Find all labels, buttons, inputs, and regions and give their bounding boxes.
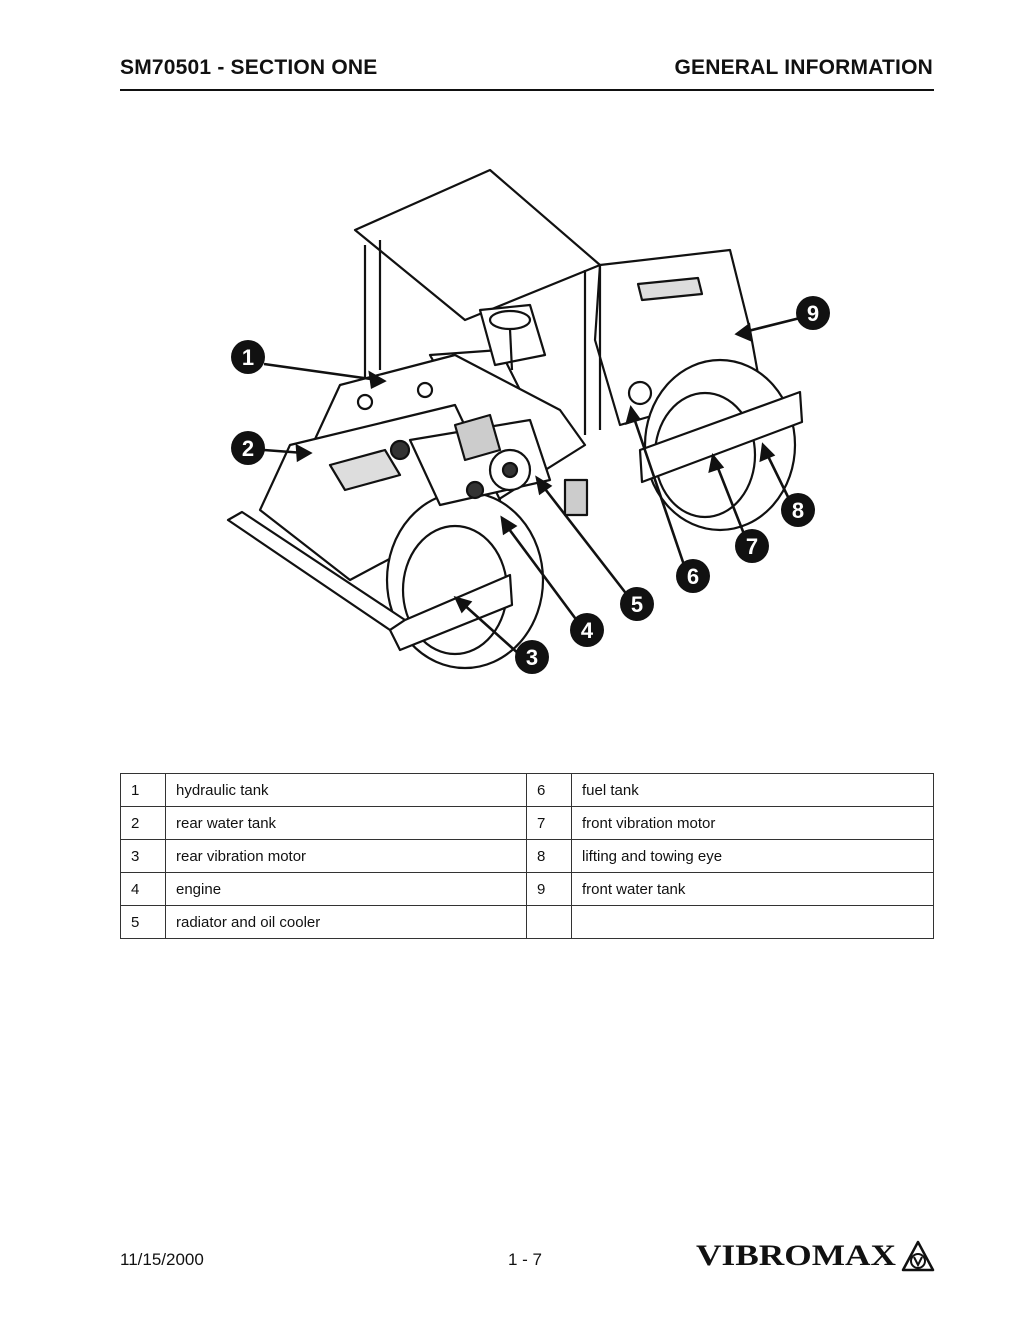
table-row: 4 engine 9 front water tank	[120, 872, 934, 906]
header-chapter-title: GENERAL INFORMATION	[674, 56, 933, 79]
part-description: radiator and oil cooler	[165, 905, 527, 939]
table-row: 1 hydraulic tank 6 fuel tank	[120, 773, 934, 807]
callout-6: 6	[687, 564, 699, 589]
part-description	[571, 905, 934, 939]
part-description: rear vibration motor	[165, 839, 527, 873]
callout-3: 3	[526, 645, 538, 670]
callout-5: 5	[631, 592, 643, 617]
roller-illustration: 1 2 3 4 5 6 7 8 9	[226, 168, 830, 674]
part-number: 3	[120, 839, 166, 873]
callout-2: 2	[242, 436, 254, 461]
part-number: 6	[526, 773, 572, 807]
part-description: front vibration motor	[571, 806, 934, 840]
header-section-title: SM70501 - SECTION ONE	[120, 56, 378, 79]
part-number: 1	[120, 773, 166, 807]
footer-page-number: 1 - 7	[508, 1250, 543, 1269]
callout-4: 4	[581, 618, 594, 643]
parts-legend-table: 1 hydraulic tank 6 fuel tank 2 rear wate…	[120, 773, 934, 939]
part-description: rear water tank	[165, 806, 527, 840]
part-description: hydraulic tank	[165, 773, 527, 807]
callout-1: 1	[242, 345, 254, 370]
part-number: 5	[120, 905, 166, 939]
table-row: 3 rear vibration motor 8 lifting and tow…	[120, 839, 934, 873]
part-description: engine	[165, 872, 527, 906]
header-rule	[120, 89, 934, 91]
logo-wordmark: VIBROMAX	[696, 1239, 896, 1272]
part-description: front water tank	[571, 872, 934, 906]
part-number: 8	[526, 839, 572, 873]
table-row: 2 rear water tank 7 front vibration moto…	[120, 806, 934, 840]
callout-9: 9	[807, 301, 819, 326]
part-number: 4	[120, 872, 166, 906]
vibromax-logo: VIBROMAX	[696, 1239, 935, 1272]
logo-v-emblem-icon	[901, 1240, 935, 1272]
part-description: fuel tank	[571, 773, 934, 807]
part-number: 2	[120, 806, 166, 840]
part-number	[526, 905, 572, 939]
part-number: 9	[526, 872, 572, 906]
table-row: 5 radiator and oil cooler	[120, 905, 934, 939]
footer-date: 11/15/2000	[120, 1250, 204, 1269]
callout-7: 7	[746, 534, 758, 559]
part-number: 7	[526, 806, 572, 840]
callout-8: 8	[792, 498, 804, 523]
part-description: lifting and towing eye	[571, 839, 934, 873]
